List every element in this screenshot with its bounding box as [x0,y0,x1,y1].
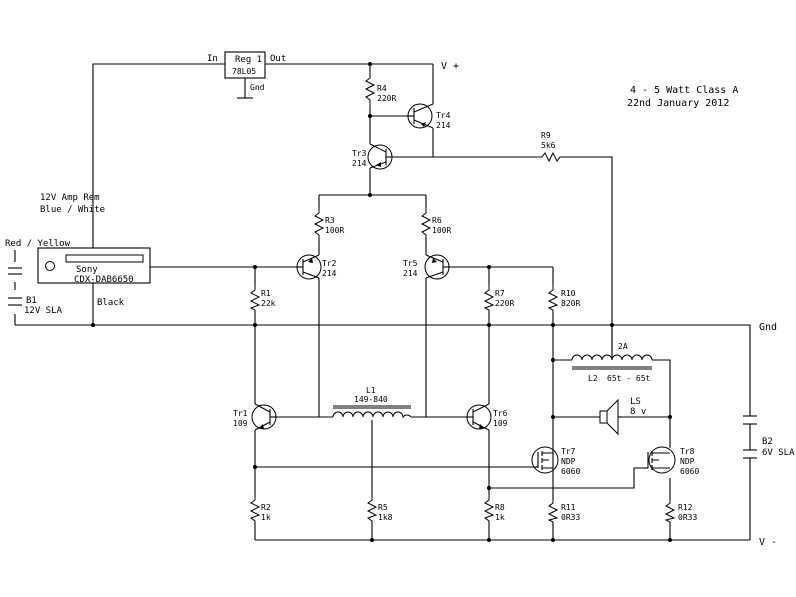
svg-text:214: 214 [352,159,367,168]
svg-text:0R33: 0R33 [678,513,697,522]
regulator: In Out Reg 1 78L05 Gnd [207,51,286,92]
svg-text:Tr4: Tr4 [436,111,451,120]
svg-text:214: 214 [322,269,337,278]
transistor-tr1: Tr1 109 [233,403,277,431]
svg-text:R9: R9 [541,131,551,140]
inductor-l1: L1 149-840 [332,386,412,419]
schematic-date: 22nd January 2012 [627,98,729,109]
svg-text:R8: R8 [495,503,505,512]
svg-text:NDP: NDP [680,457,695,466]
svg-text:R4: R4 [377,84,387,93]
svg-text:Tr5: Tr5 [403,259,418,268]
junction-dots [91,62,672,542]
svg-text:R6: R6 [432,216,442,225]
svg-text:149-840: 149-840 [354,395,388,404]
resistor-r6: R6 100R [420,208,451,238]
resistor-r7: R7 220R [483,285,514,311]
resistor-r4: R4 220R [364,72,396,106]
svg-text:0R33: 0R33 [561,513,580,522]
resistor-r12: R12 0R33 [664,500,697,523]
resistor-r2: R2 1k [249,495,271,522]
svg-text:R12: R12 [678,503,693,512]
inductor-l2: 2A L2 65t - 65t [571,342,653,383]
svg-text:Tr3: Tr3 [352,149,367,158]
regulator-part: 78L05 [232,67,256,76]
svg-text:109: 109 [493,419,508,428]
svg-text:8 v: 8 v [630,407,646,417]
svg-text:22k: 22k [261,299,276,308]
svg-text:NDP: NDP [561,457,576,466]
remote-label: 12V Amp Rem [40,193,100,203]
regulator-name: Reg 1 [235,55,262,65]
svg-text:1k8: 1k8 [378,513,393,522]
b1-name: B1 [26,296,37,306]
resistor-r1: R1 22k [249,285,276,311]
svg-text:100R: 100R [432,226,451,235]
svg-text:Tr2: Tr2 [322,259,337,268]
regulator-gnd-label: Gnd [250,83,265,92]
b1-value: 12V SLA [24,306,63,316]
svg-text:220R: 220R [377,94,396,103]
loudspeaker: LS 8 v [599,397,646,436]
mosfet-tr8: Tr8 NDP 6060 [643,446,699,476]
transistor-tr2: Tr2 214 [296,254,337,280]
mosfet-tr7: Tr7 NDP 6060 [531,446,580,476]
svg-text:1k: 1k [261,513,271,522]
transistor-tr3: Tr3 214 [352,143,393,170]
resistor-r9: R9 5k6 [538,131,562,163]
battery-b2: B2 6V SLA [743,415,795,468]
resistor-r10: R10 820R [547,285,580,311]
svg-text:Tr1: Tr1 [233,409,248,418]
head-unit-model: CDX-DAB6650 [74,275,134,285]
svg-text:6060: 6060 [561,467,580,476]
transistor-tr6: Tr6 109 [466,403,508,431]
svg-text:R3: R3 [325,216,335,225]
svg-text:R7: R7 [495,289,505,298]
svg-text:109: 109 [233,419,248,428]
gnd-label: Gnd [759,322,777,333]
resistor-r3: R3 100R [313,208,344,238]
head-unit-brand: Sony [76,265,98,275]
head-unit: Sony CDX-DAB6650 12V Amp Rem Blue / Whit… [5,193,151,308]
resistor-r11: R11 0R33 [547,500,580,523]
svg-text:2A: 2A [618,342,628,351]
wiring [14,63,751,541]
svg-text:820R: 820R [561,299,580,308]
svg-text:214: 214 [403,269,418,278]
svg-text:R10: R10 [561,289,576,298]
transistor-tr4: Tr4 214 [406,103,451,130]
vplus-label: V + [441,61,459,72]
svg-text:R1: R1 [261,289,271,298]
regulator-in-label: In [207,54,218,64]
svg-text:6060: 6060 [680,467,699,476]
svg-text:Tr7: Tr7 [561,447,576,456]
svg-text:220R: 220R [495,299,514,308]
svg-text:Tr6: Tr6 [493,409,508,418]
svg-text:Tr8: Tr8 [680,447,695,456]
remote-color: Blue / White [40,205,105,215]
svg-text:R5: R5 [378,503,388,512]
svg-text:65t - 65t: 65t - 65t [607,374,651,383]
resistor-r5: R5 1k8 [366,495,393,522]
red-yellow-label: Red / Yellow [5,239,71,249]
svg-text:100R: 100R [325,226,344,235]
svg-text:214: 214 [436,121,451,130]
black-label: Black [97,298,125,308]
svg-text:L1: L1 [366,386,376,395]
transistor-tr5: Tr5 214 [403,254,450,280]
schematic-title: 4 - 5 Watt Class A [630,85,738,96]
resistor-r8: R8 1k [483,495,505,522]
b2-value: 6V SLA [762,448,795,458]
regulator-out-label: Out [270,54,286,64]
b2-name: B2 [762,437,773,447]
svg-text:5k6: 5k6 [541,141,556,150]
svg-text:R2: R2 [261,503,271,512]
vminus-label: V - [759,537,777,548]
battery-b1: B1 12V SLA [8,262,63,316]
svg-text:R11: R11 [561,503,576,512]
svg-text:LS: LS [630,397,641,407]
svg-text:L2: L2 [588,374,598,383]
svg-text:1k: 1k [495,513,505,522]
